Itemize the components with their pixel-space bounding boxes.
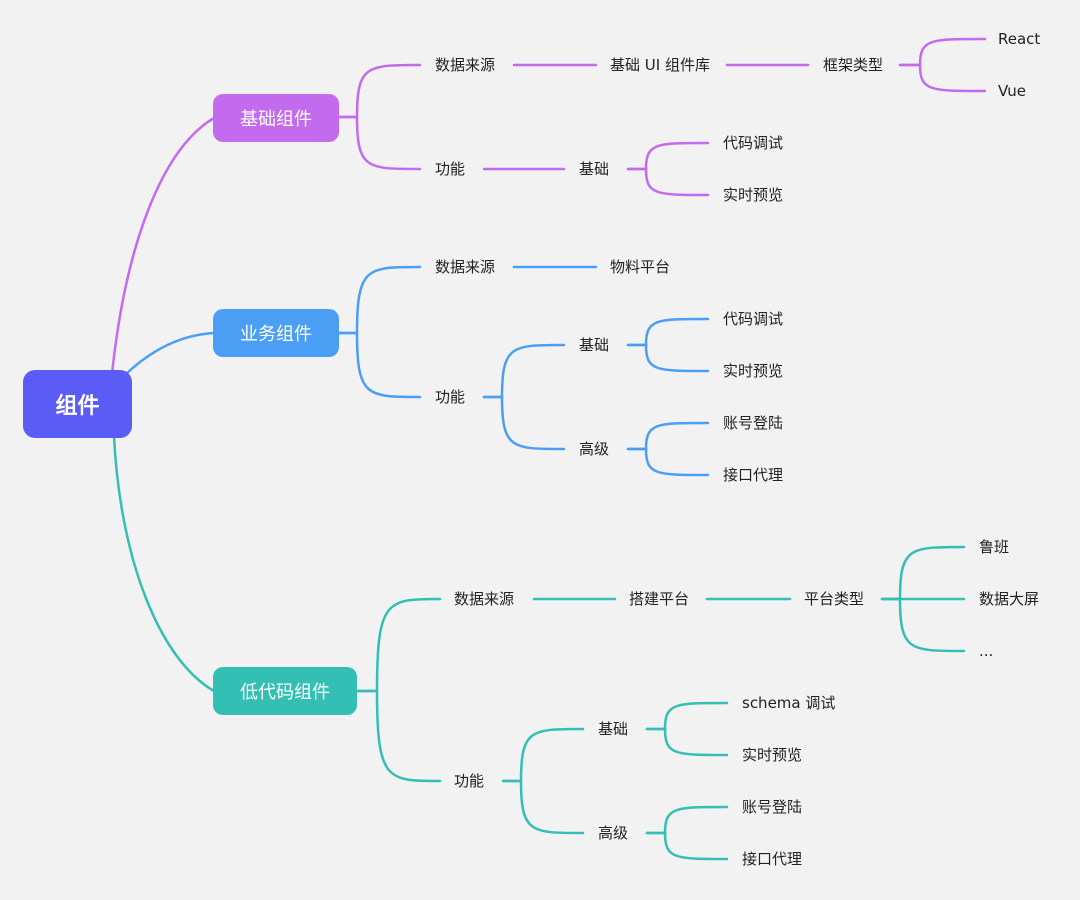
node-vue[interactable]: Vue — [998, 82, 1026, 100]
connector-curve — [355, 63, 422, 119]
branch-label: 业务组件 — [240, 324, 312, 345]
branch-node-lowcode-components[interactable]: 低代码组件 — [213, 667, 357, 715]
branch-label: 低代码组件 — [240, 682, 330, 703]
connector-curve — [644, 317, 710, 347]
root-label: 组件 — [55, 394, 100, 419]
node-api-proxy[interactable]: 接口代理 — [742, 850, 803, 868]
node-build-platform[interactable]: 搭建平台 — [629, 590, 690, 608]
connector-curve — [644, 167, 710, 197]
node-basic[interactable]: 基础 — [579, 160, 610, 178]
node-live-preview[interactable]: 实时预览 — [723, 186, 784, 204]
node-luban[interactable]: 鲁班 — [979, 538, 1010, 556]
connector-curve — [644, 343, 710, 373]
node-live-preview[interactable]: 实时预览 — [742, 746, 803, 764]
node-schema-debug[interactable]: schema 调试 — [742, 694, 836, 712]
node-framework-type[interactable]: 框架类型 — [823, 56, 884, 74]
node-basic-ui-library[interactable]: 基础 UI 组件库 — [610, 56, 710, 74]
connector-curve — [918, 63, 987, 93]
node-live-preview[interactable]: 实时预览 — [723, 362, 784, 380]
root-link-purple — [110, 116, 216, 376]
node-api-proxy[interactable]: 接口代理 — [723, 466, 784, 484]
node-advanced[interactable]: 高级 — [579, 440, 610, 458]
node-data-screen[interactable]: 数据大屏 — [979, 590, 1040, 608]
branch-node-basic-components[interactable]: 基础组件 — [213, 94, 339, 142]
connector-curve — [519, 779, 585, 835]
node-data-source[interactable]: 数据来源 — [435, 56, 496, 74]
connector-curve — [500, 395, 566, 451]
connector-curve — [663, 727, 729, 757]
node-code-debug[interactable]: 代码调试 — [723, 134, 784, 152]
node-material-platform[interactable]: 物料平台 — [610, 258, 671, 276]
branch-label: 基础组件 — [240, 109, 312, 130]
connector-curve — [898, 597, 966, 653]
connector-curve — [355, 331, 422, 399]
connector-curve — [375, 689, 442, 783]
connector-curve — [663, 805, 729, 835]
node-advanced[interactable]: 高级 — [598, 824, 629, 842]
node-code-debug[interactable]: 代码调试 — [723, 310, 784, 328]
node-platform-type[interactable]: 平台类型 — [804, 590, 865, 608]
branch-node-business-components[interactable]: 业务组件 — [213, 309, 339, 357]
connector-curve — [519, 727, 585, 783]
connector-curve — [644, 141, 710, 171]
root-link-blue — [120, 331, 216, 380]
node-data-source[interactable]: 数据来源 — [435, 258, 496, 276]
node-function[interactable]: 功能 — [435, 388, 466, 406]
node-function[interactable]: 功能 — [435, 160, 466, 178]
connector-curve — [663, 701, 729, 731]
node-ellipsis[interactable]: ... — [979, 642, 994, 660]
connector-curve — [500, 343, 566, 399]
node-react[interactable]: React — [998, 30, 1041, 48]
connector-curve — [644, 421, 710, 451]
node-data-source[interactable]: 数据来源 — [454, 590, 515, 608]
root-link-teal — [112, 434, 216, 693]
node-account-login[interactable]: 账号登陆 — [723, 414, 784, 432]
node-function[interactable]: 功能 — [454, 772, 485, 790]
connector-curve — [375, 597, 442, 693]
connector-curve — [644, 447, 710, 477]
node-basic[interactable]: 基础 — [598, 720, 629, 738]
root-node[interactable]: 组件 — [23, 370, 132, 438]
connector-curve — [355, 115, 422, 171]
connector-curve — [663, 831, 729, 861]
connector-curve — [898, 545, 966, 601]
connector-curve — [918, 37, 987, 67]
node-account-login[interactable]: 账号登陆 — [742, 798, 803, 816]
connector-curve — [355, 265, 422, 335]
node-basic[interactable]: 基础 — [579, 336, 610, 354]
